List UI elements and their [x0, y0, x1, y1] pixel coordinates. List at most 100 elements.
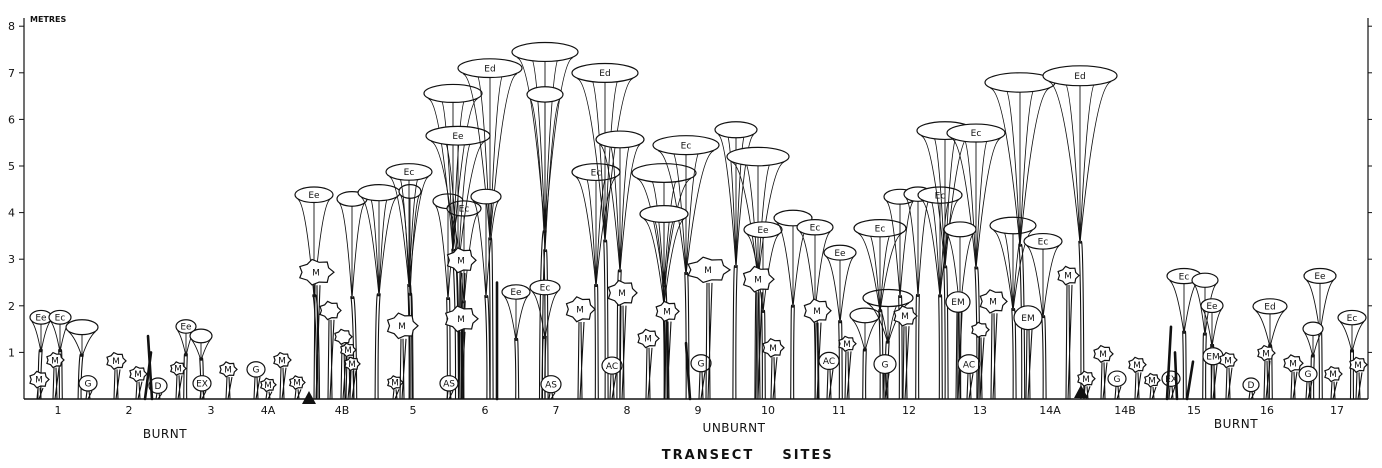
tree-branch	[435, 206, 448, 300]
shrub-stems	[226, 377, 232, 399]
species-code-label: G	[253, 366, 260, 376]
tree-branch	[815, 232, 830, 312]
species-code-label: Ee	[35, 313, 47, 323]
mallee-shrub: M	[1220, 353, 1237, 399]
species-code-label: Ee	[1314, 272, 1326, 282]
species-code-label: AC	[963, 360, 975, 370]
species-code-label: M	[344, 346, 352, 356]
tree-crown	[1192, 273, 1218, 287]
y-tick-label: 4	[8, 207, 15, 220]
mallee-shrub: M	[47, 353, 64, 399]
tree-trunk	[791, 305, 792, 399]
species-code-label: Ec	[1347, 314, 1358, 324]
site-label: 12	[902, 404, 916, 417]
species-code-label: M	[312, 268, 320, 278]
eucalypt-tree: Ee	[502, 285, 530, 399]
shrub-stems	[610, 374, 616, 399]
species-code-label: M	[644, 335, 652, 345]
shrub-stems	[1169, 386, 1175, 399]
species-code-label: M	[663, 308, 671, 318]
shrub-stems	[1115, 386, 1121, 399]
species-code-label: M	[293, 379, 301, 389]
mallee-shrub: M	[1145, 374, 1160, 400]
round-shrub: AC	[819, 352, 839, 399]
shrub-canopy	[320, 301, 341, 319]
boundary-marker-triangle	[1074, 385, 1088, 398]
site-label: 10	[761, 404, 775, 417]
species-code-label: M	[264, 381, 272, 391]
mallee-shrub: M	[274, 353, 291, 399]
eucalypt-tree	[850, 308, 880, 399]
shrub-stems	[1226, 368, 1232, 399]
shrub-stems	[1150, 387, 1156, 399]
tree-trunk	[736, 266, 737, 399]
tree-branch	[516, 296, 528, 341]
tree-trunk	[604, 240, 605, 399]
round-shrub: AS	[541, 376, 561, 399]
mallee-shrub	[320, 301, 341, 399]
species-code-label: Ed	[599, 69, 610, 79]
shrub-canopy	[972, 322, 989, 337]
species-code-label: M	[1099, 350, 1107, 360]
species-code-label: Ec	[681, 141, 692, 151]
tree-branch	[41, 321, 50, 352]
tree-trunk	[1321, 331, 1322, 399]
section-label-unburnt: UNBURNT	[703, 421, 766, 435]
species-code-label: Ed	[1264, 303, 1275, 313]
species-code-label: Ee	[510, 288, 522, 298]
tree-trunk	[517, 338, 519, 399]
shrub-stems	[393, 389, 399, 399]
tree-trunk	[1183, 331, 1184, 399]
site-label: 17	[1330, 404, 1344, 417]
species-code-label: M	[901, 312, 909, 322]
mallee-shrub: M	[1350, 357, 1367, 399]
tree-trunk	[1044, 316, 1046, 399]
tree-trunk	[597, 285, 598, 399]
tree-crown	[1303, 322, 1323, 335]
tree-branch	[1170, 281, 1184, 334]
tree-trunk	[1319, 331, 1320, 399]
species-code-label: Ec	[1179, 272, 1190, 282]
species-code-label: Ec	[404, 168, 415, 178]
site-label: 1	[55, 404, 62, 417]
species-code-label: M	[224, 366, 232, 376]
species-code-label: EM	[1021, 314, 1034, 324]
shrub-stems	[176, 375, 182, 399]
eucalypt-tree: Ee	[744, 222, 782, 399]
species-code-label: M	[1289, 359, 1297, 369]
species-code-label: M	[1224, 356, 1232, 366]
tree-branch	[1270, 311, 1284, 347]
shrub-stems	[266, 392, 272, 399]
site-label: 3	[208, 404, 215, 417]
x-axis-title-transect: TRANSECT	[662, 448, 754, 463]
tree-branch	[887, 201, 900, 298]
mallee-shrub: M	[1094, 346, 1113, 399]
shrub-stems	[1101, 362, 1107, 399]
tree-crown	[358, 185, 400, 201]
shrub-stems	[978, 337, 984, 399]
site-labels: 1234A4B567891011121314A14B151617	[55, 404, 1345, 417]
species-code-label: Ee	[452, 132, 464, 142]
species-code-label: M	[1262, 349, 1270, 359]
species-code-label: M	[989, 298, 997, 308]
mallee-shrub: M	[688, 257, 730, 399]
species-code-label: AS	[545, 380, 557, 390]
tree-trunk	[491, 238, 493, 399]
y-tick-label: 7	[8, 67, 15, 80]
mallee-shrub: M	[1129, 357, 1146, 399]
tree-trunk	[946, 266, 948, 399]
vegetation-drawing: EeEcEeEeEcEcEeEdEeEcEcEdEcEeEcEeEcEcEcEc…	[30, 43, 1367, 399]
site-label: 6	[482, 404, 489, 417]
species-code-label: D	[155, 382, 162, 392]
tree-trunk	[515, 338, 516, 399]
site-label: 2	[126, 404, 133, 417]
species-code-label: Ec	[875, 224, 886, 234]
species-code-label: D	[1248, 381, 1255, 391]
species-code-label: M	[576, 305, 584, 315]
shrub-stems	[771, 357, 777, 399]
tree-trunk	[733, 266, 735, 399]
species-code-label: M	[1329, 370, 1337, 380]
tree-trunk	[1185, 331, 1186, 399]
tree-trunk	[764, 310, 765, 399]
